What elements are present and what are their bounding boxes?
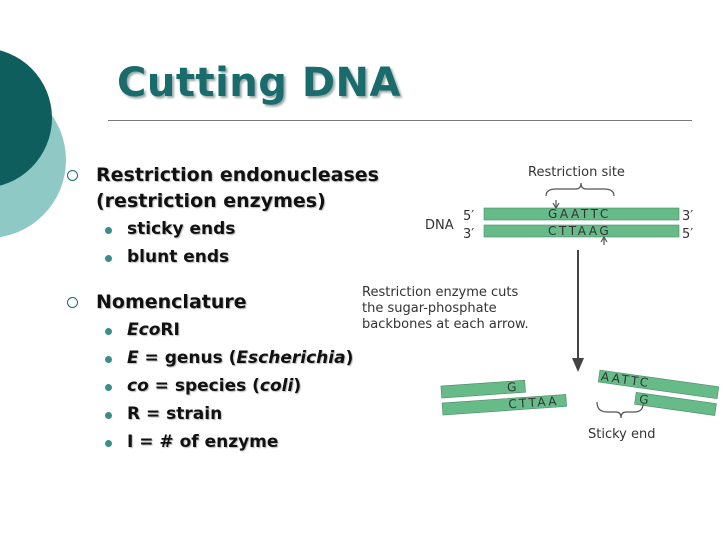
restriction-site-label: Restriction site — [528, 165, 625, 180]
process-arrowhead — [572, 358, 584, 372]
sub-bullet-dot — [105, 227, 112, 234]
left-fragment: G CTTAA — [440, 379, 567, 416]
left-fragment-bottom — [441, 394, 567, 416]
cut-text-line1: Restriction enzyme cuts — [362, 285, 518, 300]
species-name: coli — [259, 376, 294, 396]
sub-bullet-species: co = species (coli) — [127, 376, 301, 396]
decorative-circles — [0, 50, 66, 238]
genus-end: ) — [345, 348, 354, 368]
bullet-marker — [67, 297, 78, 308]
species-end: ) — [293, 376, 302, 396]
genus-mid: = genus ( — [138, 348, 237, 368]
sub-bullet-dot — [105, 356, 112, 363]
right-fragment: AATTC G — [597, 369, 720, 416]
bullet-marker — [67, 170, 78, 181]
genus-letter: E — [127, 348, 139, 368]
right-fragment-bottom — [634, 392, 717, 416]
sub-bullet-blunt-ends: blunt ends — [127, 247, 230, 267]
species-mid: = species ( — [148, 376, 260, 396]
ecori-italic: Eco — [127, 320, 161, 340]
bullet-restriction-line1: Restriction endonucleases — [96, 164, 379, 186]
sticky-end-brace — [596, 401, 644, 419]
sticky-end-label: Sticky end — [588, 427, 656, 442]
genus-name: Escherichia — [236, 348, 346, 368]
sub-bullet-dot — [105, 328, 112, 335]
ecori-rest: RI — [160, 320, 180, 340]
prime-3-top: 3′ — [682, 209, 693, 224]
sub-bullet-enzyme: I = # of enzyme — [127, 432, 279, 452]
dna-label: DNA — [425, 218, 454, 233]
prime-5-bottom-right: 5′ — [682, 227, 693, 242]
sub-bullet-dot — [105, 412, 112, 419]
sub-bullet-sticky-ends: sticky ends — [127, 219, 236, 239]
cut-text-line3: backbones at each arrow. — [362, 317, 529, 332]
sub-bullet-ecori: EcoRI — [127, 320, 180, 340]
restriction-site-brace — [545, 182, 615, 197]
right-fragment-top-seq: AATTC — [600, 369, 651, 390]
left-fragment-top-seq: G — [507, 380, 517, 395]
prime-5-top: 5′ — [463, 209, 474, 224]
right-fragment-top — [597, 369, 720, 400]
dark-circle — [0, 50, 52, 186]
title-underline — [108, 120, 692, 121]
prime-3-bottom-left: 3′ — [463, 227, 474, 242]
slide-title: Cutting DNA — [117, 60, 401, 106]
cut-text-line2: the sugar-phosphate — [362, 301, 497, 316]
sub-bullet-dot — [105, 255, 112, 262]
bullet-restriction-line2: (restriction enzymes) — [96, 190, 326, 212]
left-fragment-bottom-seq: CTTAA — [508, 394, 560, 411]
cut-arrowhead-bottom — [600, 235, 608, 243]
cut-arrowhead-top — [552, 202, 560, 210]
dna-top-strand — [483, 207, 680, 221]
sub-bullet-dot — [105, 440, 112, 447]
bottom-sequence: CTTAAG — [548, 224, 611, 238]
top-sequence: GAATTC — [548, 207, 611, 221]
left-fragment-top — [440, 379, 526, 399]
bullet-nomenclature: Nomenclature — [96, 291, 247, 313]
sub-bullet-genus: E = genus (Escherichia) — [127, 348, 353, 368]
species-letter: co — [127, 376, 149, 396]
sub-bullet-strain: R = strain — [127, 404, 223, 424]
dna-bottom-strand — [483, 224, 680, 238]
sub-bullet-dot — [105, 384, 112, 391]
right-fragment-bottom-seq: G — [638, 392, 649, 407]
